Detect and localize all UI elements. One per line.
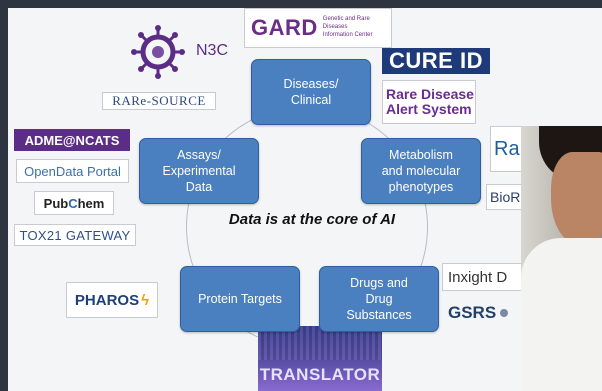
- node-assays: Assays/ Experimental Data: [139, 138, 259, 204]
- gard-logo: GARD Genetic and Rare Diseases Informati…: [244, 8, 392, 48]
- translator-logo: TRANSLATOR: [258, 326, 382, 391]
- node-assays-label: Assays/ Experimental Data: [162, 147, 236, 195]
- translator-label: TRANSLATOR: [259, 365, 381, 384]
- photo-face: [551, 152, 602, 244]
- opendata-portal-logo: OpenData Portal: [16, 159, 129, 183]
- ra-label: Ra: [494, 137, 520, 160]
- gard-subtitle: Genetic and Rare Diseases Information Ce…: [323, 16, 391, 39]
- adme-label: ADME@NCATS: [24, 132, 120, 148]
- gsrs-mark-icon: [500, 309, 509, 317]
- gard-subtitle-line2: Information Center: [322, 31, 373, 38]
- node-drugs-substances: Drugs and Drug Substances: [319, 266, 439, 332]
- opendata-label: OpenData Portal: [24, 163, 121, 179]
- node-drugs-label: Drugs and Drug Substances: [346, 275, 412, 323]
- slide: N3C GARD Genetic and Rare Diseases Infor…: [8, 8, 602, 391]
- pharos-logo: PHAROS ϟ: [66, 282, 158, 318]
- photo-coat: [521, 238, 602, 391]
- tox21-gateway-logo: TOX21 GATEWAY: [14, 224, 136, 246]
- rdas-line1: Rare Disease: [386, 85, 474, 102]
- pubchem-label-a: Pub: [43, 195, 69, 211]
- adme-ncats-logo: ADME@NCATS: [14, 129, 130, 151]
- node-protein-targets: Protein Targets: [180, 266, 300, 332]
- gsrs-logo-partial: GSRS: [448, 301, 530, 325]
- gard-title: GARD: [251, 15, 318, 40]
- gard-subtitle-line1: Genetic and Rare Diseases: [322, 16, 370, 31]
- pubchem-label-b: C: [68, 195, 78, 211]
- rare-disease-alert-logo: Rare Disease Alert System: [382, 80, 476, 124]
- gsrs-label: GSRS: [448, 303, 497, 322]
- n3c-label: N3C: [196, 42, 229, 59]
- inxight-label: Inxight D: [448, 268, 508, 286]
- rdas-line2: Alert System: [386, 101, 472, 117]
- node-protein-label: Protein Targets: [198, 291, 282, 306]
- inxight-logo-partial: Inxight D: [442, 263, 530, 291]
- node-metabolism-label: Metabolism and molecular phenotypes: [381, 147, 461, 195]
- pubchem-label-c: hem: [77, 195, 105, 211]
- rare-source-label: RARe-SOURCE: [112, 93, 206, 108]
- bio-label: BioR: [490, 189, 521, 205]
- cure-id-logo: CURE ID: [382, 48, 490, 74]
- speaker-photo: [521, 126, 602, 391]
- tox21-label: TOX21 GATEWAY: [19, 227, 131, 243]
- node-diseases-clinical: Diseases/ Clinical: [251, 59, 371, 125]
- n3c-virus-icon: [131, 25, 185, 79]
- n3c-logo: N3C: [130, 24, 240, 80]
- pharos-label: PHAROS: [74, 291, 140, 309]
- node-metabolism: Metabolism and molecular phenotypes: [361, 138, 481, 204]
- node-diseases-label: Diseases/ Clinical: [283, 76, 339, 107]
- pharos-lightning-icon: ϟ: [141, 291, 150, 309]
- rare-source-logo: RARe-SOURCE: [102, 92, 216, 110]
- center-caption: Data is at the core of AI: [228, 211, 396, 228]
- cure-id-label: CURE ID: [389, 48, 483, 73]
